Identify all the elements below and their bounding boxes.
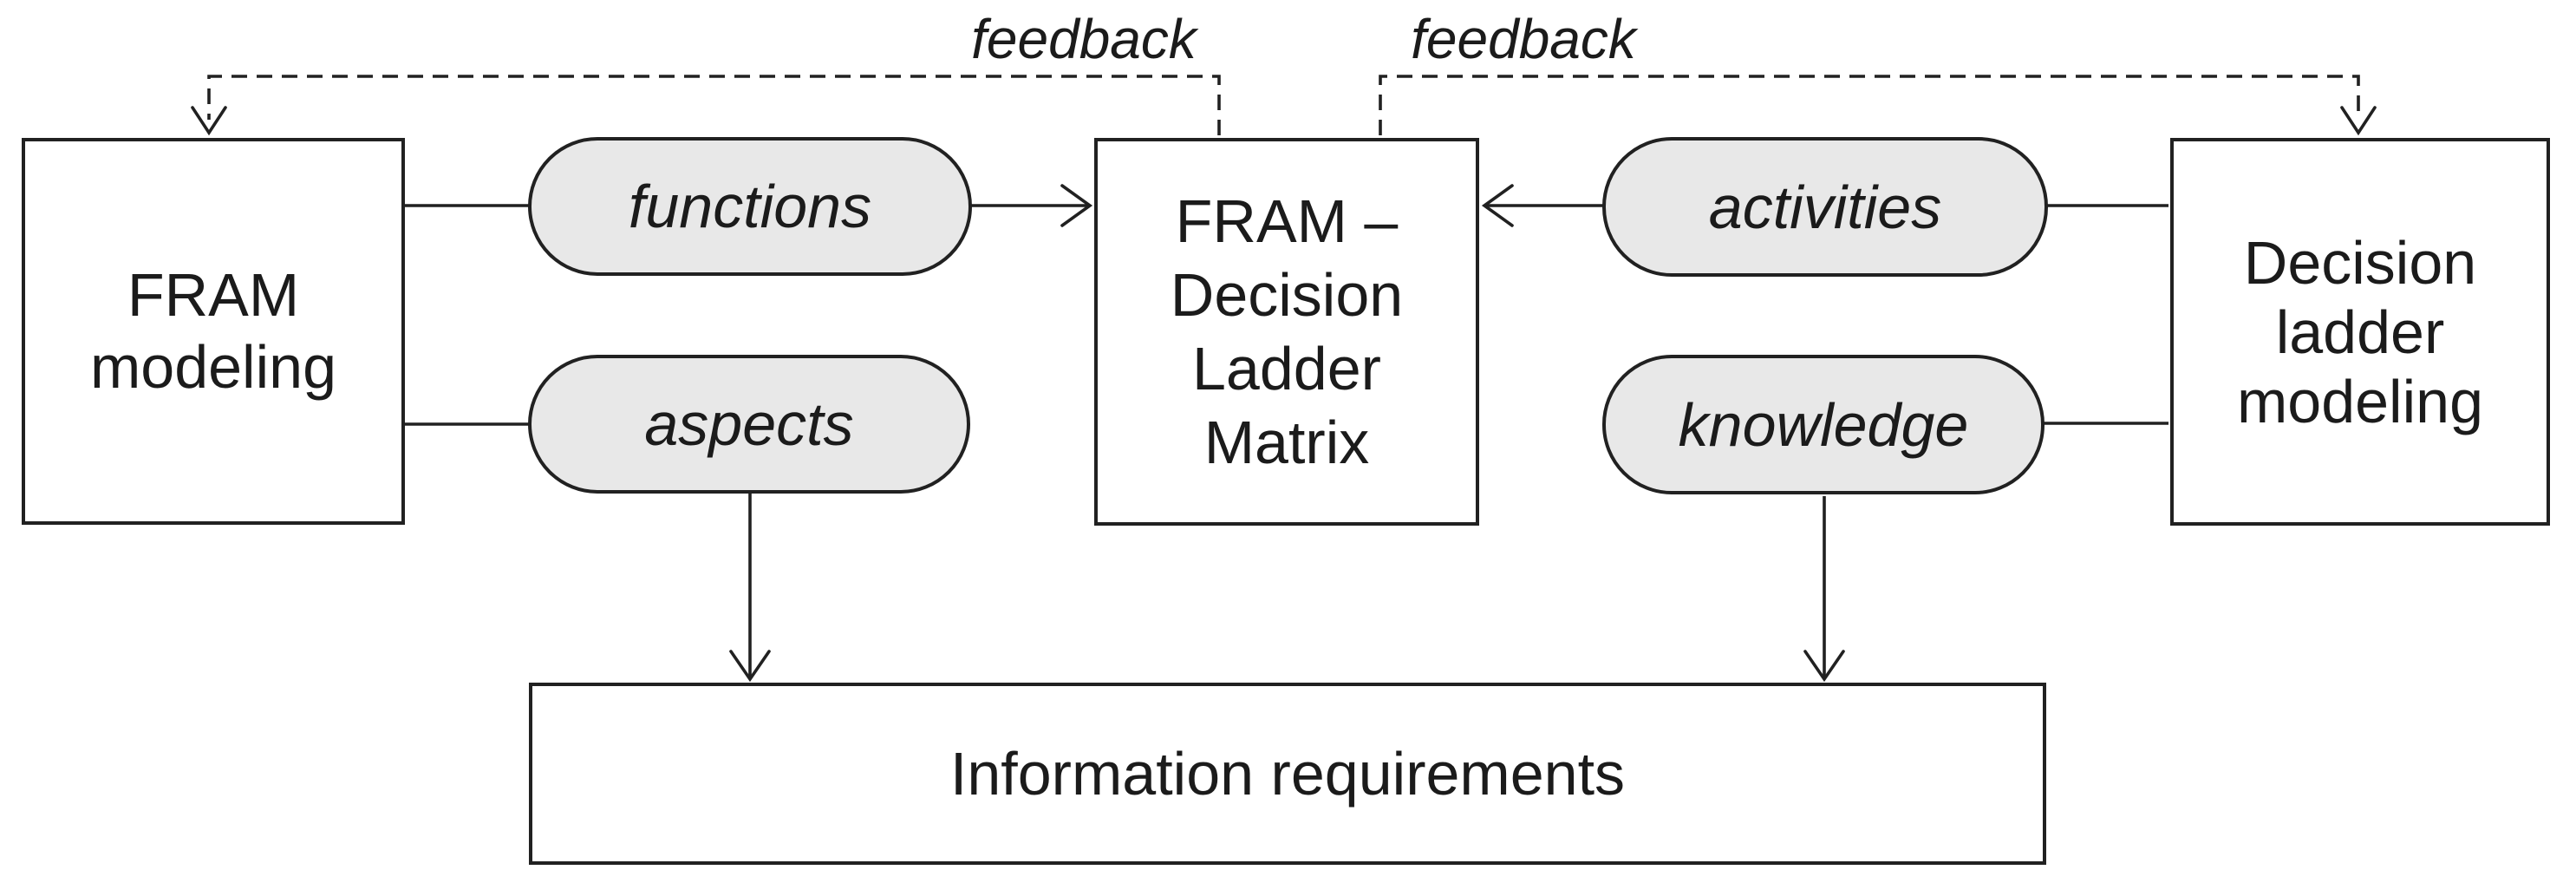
feedback-label-left: feedback bbox=[971, 8, 1197, 70]
arrow-knowledge-to-inforeqs-head-icon bbox=[1803, 650, 1845, 683]
arrow-activities-to-matrix-head-icon bbox=[1481, 184, 1514, 227]
pill-aspects: aspects bbox=[528, 355, 970, 494]
pill-activities: activities bbox=[1602, 137, 2048, 277]
feedback-right-dashed-path bbox=[1379, 75, 2360, 135]
node-decision-ladder-modeling: Decision ladder modeling bbox=[2170, 138, 2550, 526]
node-fram-modeling: FRAM modeling bbox=[22, 138, 405, 525]
arrow-functions-to-matrix-head-icon bbox=[1060, 184, 1093, 227]
arrow-aspects-to-inforeqs-head-icon bbox=[729, 650, 771, 683]
feedback-label-right: feedback bbox=[1411, 8, 1636, 70]
feedback-right-arrow-head-icon bbox=[2340, 106, 2377, 136]
node-information-requirements: Information requirements bbox=[529, 683, 2046, 865]
feedback-left-dashed-path bbox=[207, 75, 1221, 135]
pill-knowledge: knowledge bbox=[1602, 355, 2044, 494]
pill-functions: functions bbox=[528, 137, 972, 276]
node-fram-decision-ladder-matrix: FRAM – Decision Ladder Matrix bbox=[1094, 138, 1479, 526]
feedback-left-arrow-head-icon bbox=[191, 106, 227, 136]
